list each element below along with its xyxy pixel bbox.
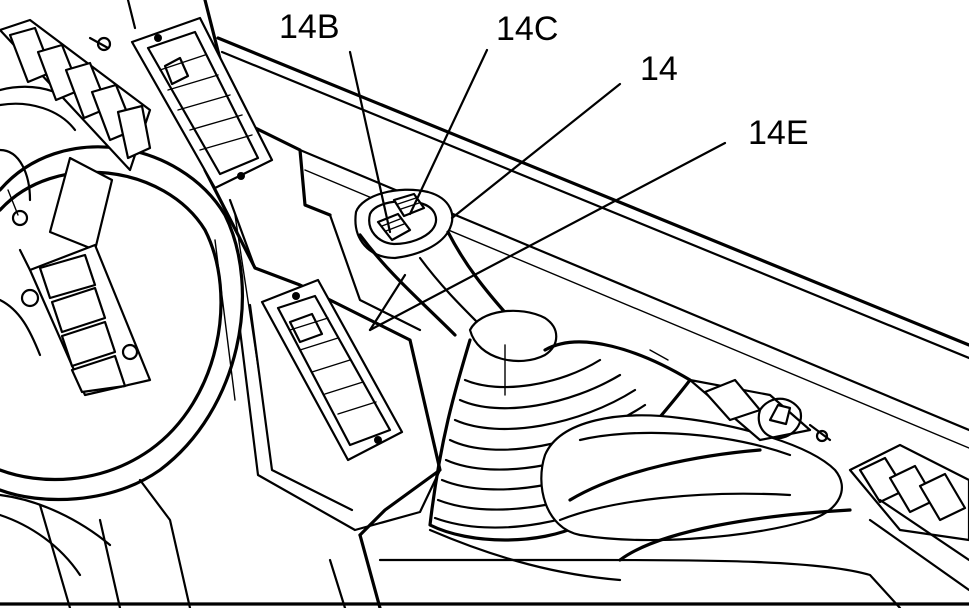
leader-line-14c [408,48,489,216]
left-switch-panel [0,18,152,172]
cab-floor-lines [0,214,261,610]
callout-leader-lines [348,48,727,332]
leader-line-14e [368,141,727,332]
leader-line-14b [348,50,392,234]
leader-line-14 [450,82,622,220]
callout-label-14: 14 [640,50,678,88]
upper-air-vent [130,16,274,190]
right-armrest-switch-bank [848,443,969,592]
lower-air-vent [260,278,404,462]
right-console-switches [688,378,832,443]
operator-seat-armrest [378,414,902,610]
leader-line-14e-branch [368,273,407,332]
callout-label-14e: 14E [748,114,809,152]
callout-label-14b: 14B [279,8,340,46]
callout-label-14c: 14C [496,10,559,48]
control-lever-14 [354,188,558,363]
steering-column-switch-pod [0,156,152,397]
